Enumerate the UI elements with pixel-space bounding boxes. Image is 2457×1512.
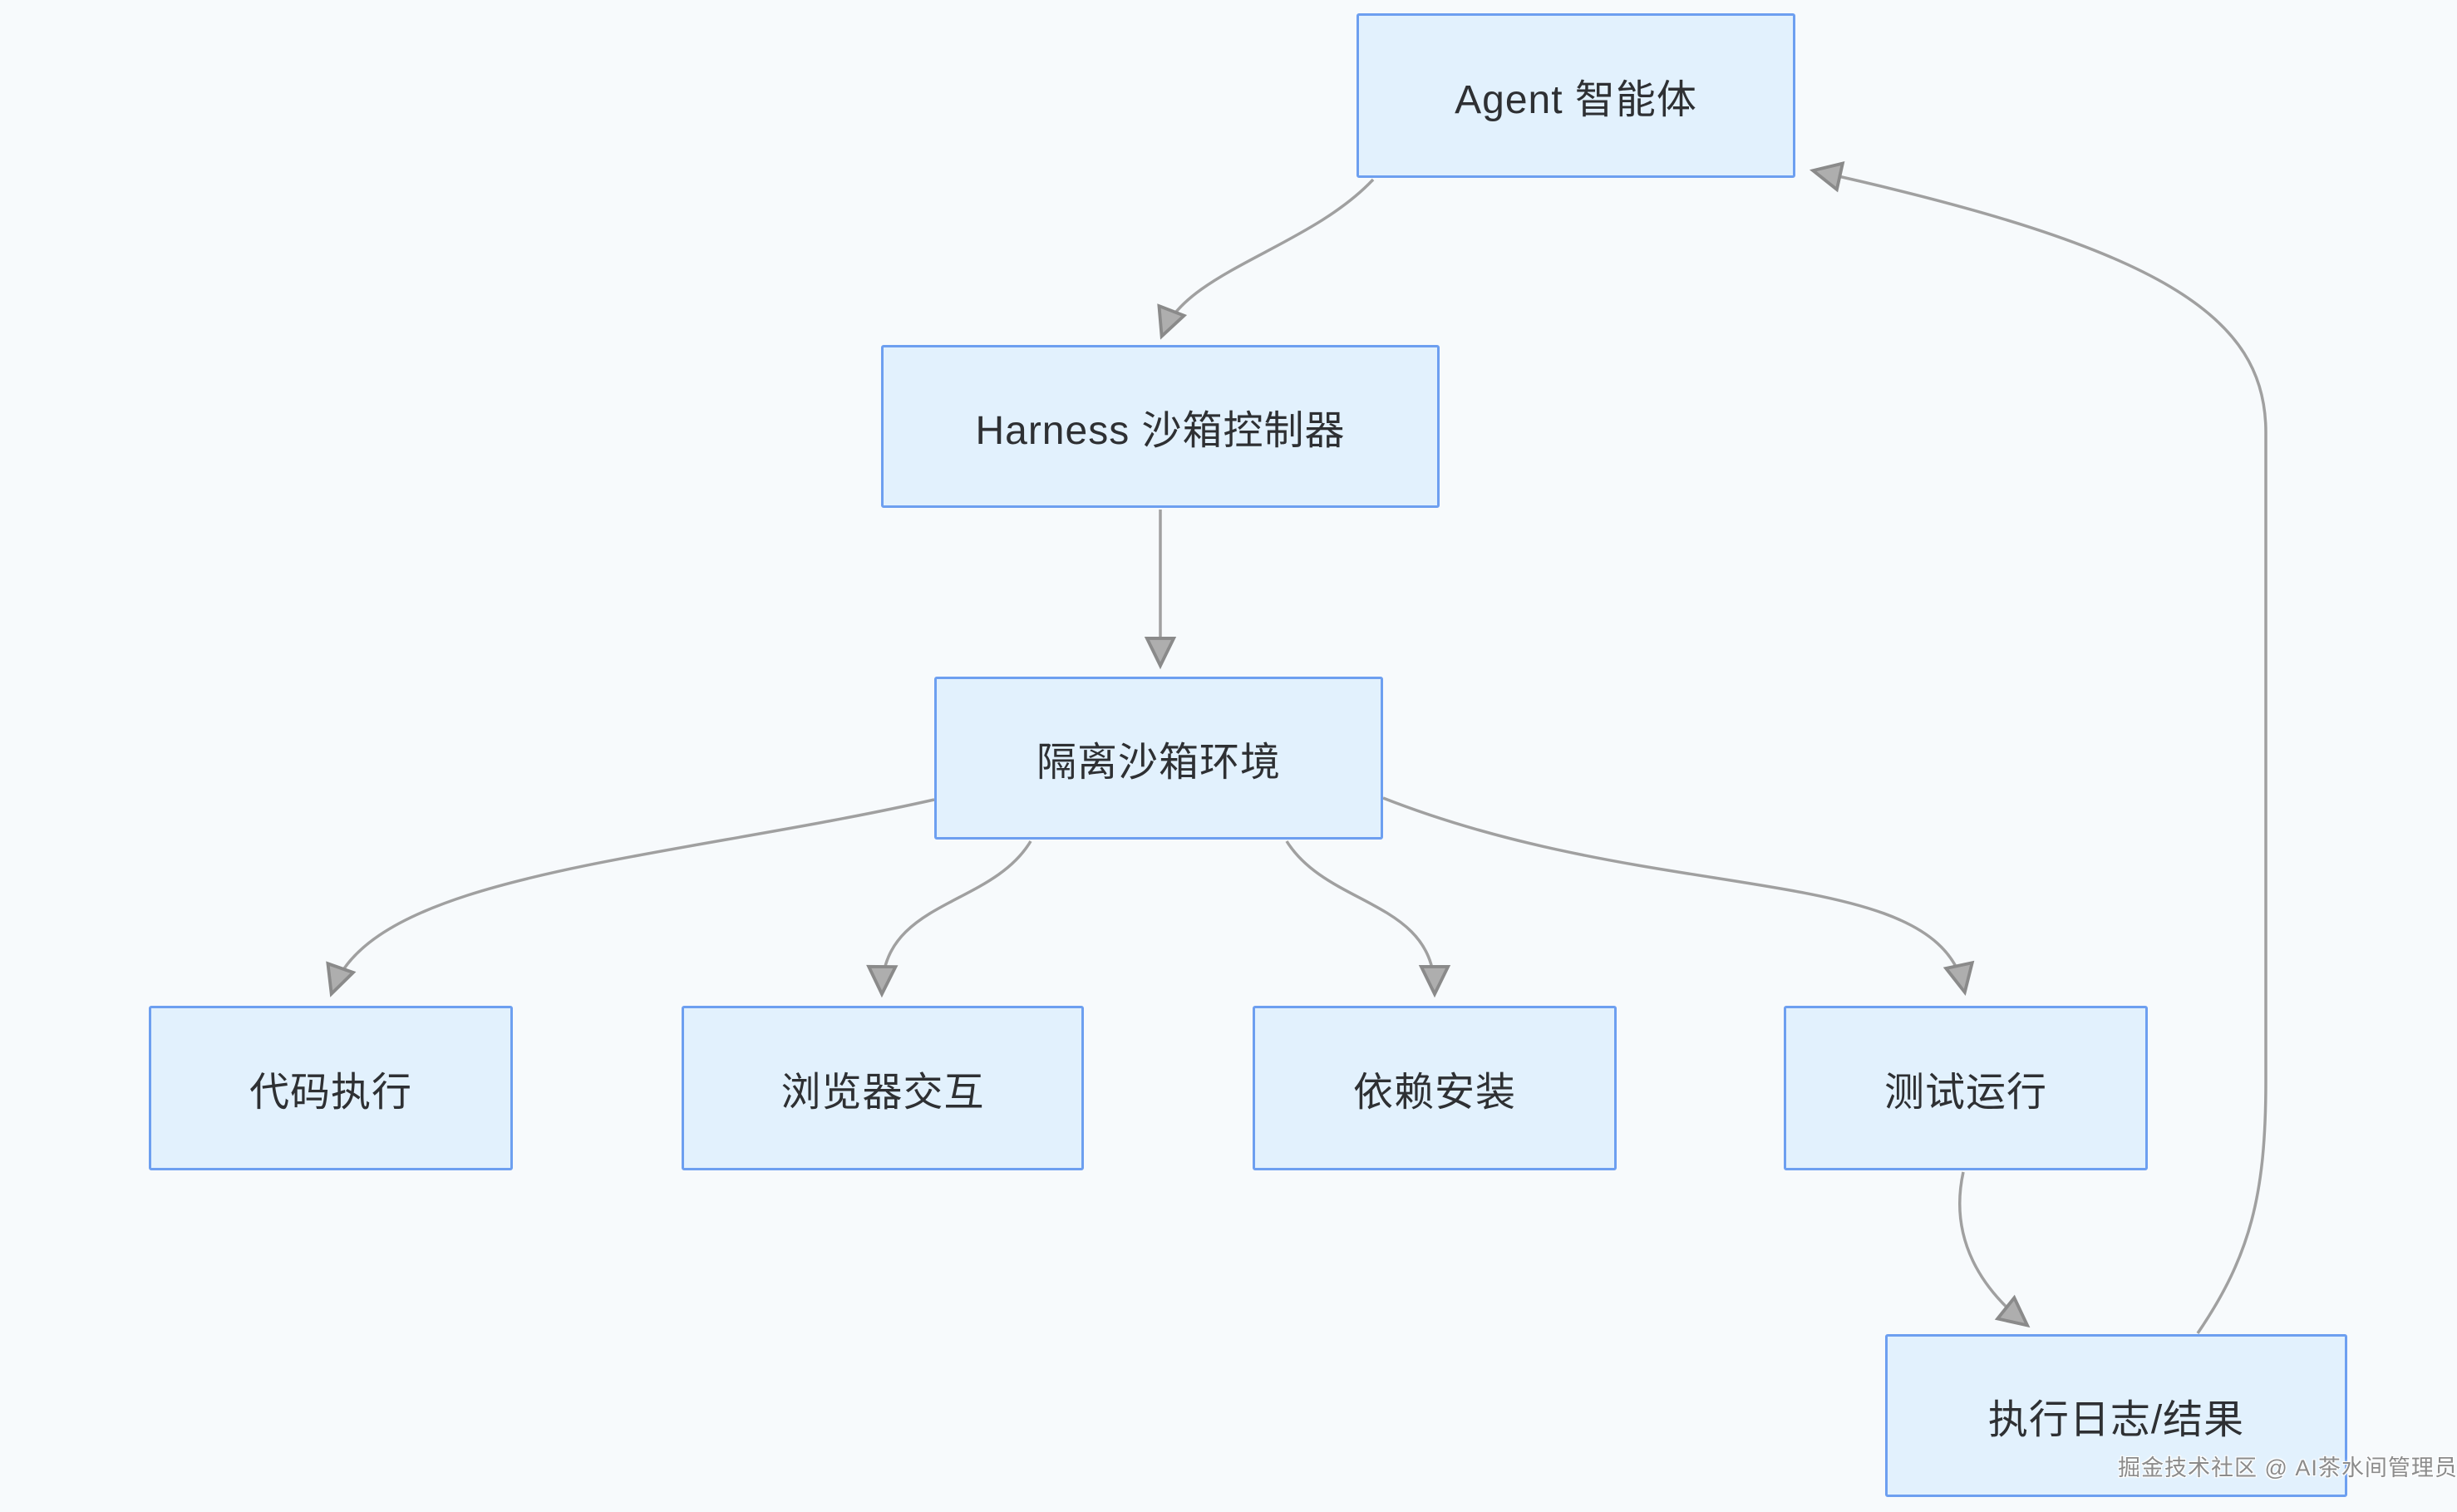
- node-code-execution: 代码执行: [149, 1006, 513, 1170]
- node-browser-label: 浏览器交互: [780, 1071, 985, 1115]
- node-harness-controller: Harness 沙箱控制器: [881, 345, 1440, 508]
- node-isolated-sandbox: 隔离沙箱环境: [934, 677, 1383, 840]
- edge-sandbox-to-deps: [1285, 840, 1451, 998]
- edge-logs-to-agent: [1809, 160, 2267, 1334]
- edge-test-to-logs: [1958, 1171, 2031, 1328]
- edge-sandbox-to-browser: [866, 840, 1032, 998]
- node-test-label: 测试运行: [1883, 1071, 2047, 1115]
- node-agent: Agent 智能体: [1357, 13, 1795, 178]
- node-code-label: 代码执行: [249, 1071, 412, 1115]
- node-browser-interaction: 浏览器交互: [682, 1006, 1084, 1170]
- node-test-run: 测试运行: [1784, 1006, 2148, 1170]
- node-harness-label: Harness 沙箱控制器: [975, 409, 1346, 453]
- edge-agent-to-harness: [1157, 178, 1375, 340]
- watermark: 掘金技术社区 @ AI茶水间管理员: [2118, 1455, 2457, 1480]
- node-execution-logs-results: 执行日志/结果: [1885, 1334, 2347, 1497]
- edge-sandbox-to-code: [326, 798, 935, 997]
- node-deps-label: 依赖安装: [1352, 1071, 1516, 1115]
- node-logs-label: 执行日志/结果: [1987, 1398, 2245, 1442]
- node-sandbox-label: 隔离沙箱环境: [1036, 741, 1281, 785]
- node-dependency-install: 依赖安装: [1253, 1006, 1617, 1170]
- edge-sandbox-to-test: [1382, 796, 1975, 997]
- node-agent-label: Agent 智能体: [1455, 78, 1697, 122]
